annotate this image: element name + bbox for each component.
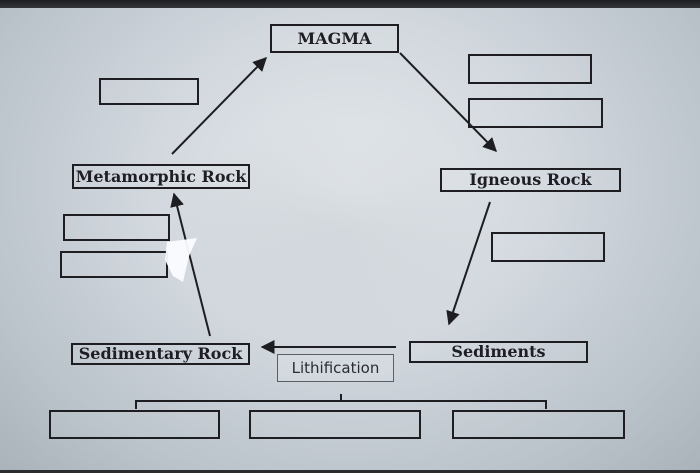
igneous-rock-label: Igneous Rock	[469, 170, 592, 189]
sedimentary-rock-box: Sedimentary Rock	[71, 343, 250, 365]
sediments-label: Sediments	[451, 342, 546, 361]
metamorphic-rock-box: Metamorphic Rock	[72, 164, 250, 189]
answer-box-3[interactable]	[468, 98, 603, 128]
arrow-igneous-to-sediments	[446, 201, 491, 326]
lithification-box: Lithification	[277, 354, 394, 382]
diagram-arrows	[135, 52, 547, 409]
answer-box-2[interactable]	[468, 54, 592, 84]
rock-cycle-diagram: MAGMA Metamorphic Rock Igneous Rock Sedi…	[0, 8, 700, 470]
answer-box-4[interactable]	[63, 214, 170, 241]
answer-box-8[interactable]	[249, 410, 421, 439]
metamorphic-rock-label: Metamorphic Rock	[75, 166, 247, 186]
magma-label: MAGMA	[297, 28, 372, 48]
answer-box-7[interactable]	[49, 410, 220, 439]
monitor-bezel	[0, 0, 700, 10]
sedimentary-rock-label: Sedimentary Rock	[78, 344, 243, 363]
magma-box: MAGMA	[270, 24, 399, 53]
answer-box-5[interactable]	[60, 251, 168, 278]
sediments-box: Sediments	[409, 341, 588, 363]
screen-glare	[165, 238, 197, 282]
arrow-magma-to-igneous	[399, 52, 497, 153]
answer-box-6[interactable]	[491, 232, 605, 262]
lithification-label: Lithification	[291, 358, 380, 377]
igneous-rock-box: Igneous Rock	[440, 168, 621, 192]
bracket-connector	[135, 394, 547, 409]
arrow-sedimentary-to-metamorphic	[170, 192, 211, 337]
answer-box-9[interactable]	[452, 410, 625, 439]
arrow-metamorphic-to-magma	[171, 56, 267, 155]
answer-box-1[interactable]	[99, 78, 199, 105]
